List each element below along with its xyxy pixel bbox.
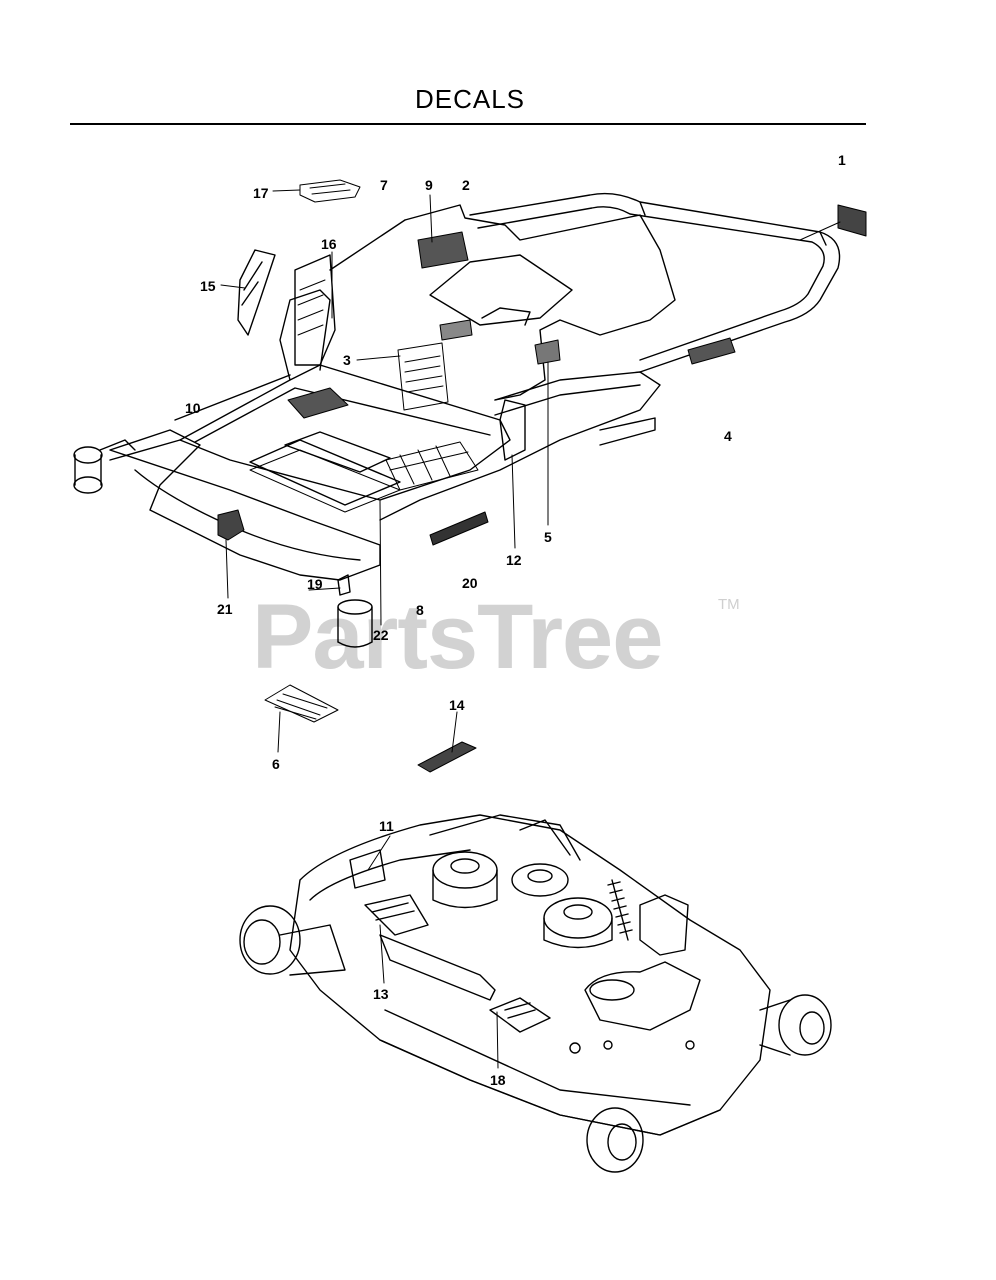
callout-14: 14 [449,697,465,713]
callout-8: 8 [416,602,424,618]
callout-6: 6 [272,756,280,772]
decal-shapes [217,179,867,773]
callout-18: 18 [490,1072,506,1088]
callout-21: 21 [217,601,233,617]
callout-13: 13 [373,986,389,1002]
leader-lines [220,189,841,1069]
callout-5: 5 [544,529,552,545]
callout-4: 4 [724,428,732,444]
callout-2: 2 [462,177,470,193]
page-title: DECALS [414,84,526,114]
callout-20: 20 [462,575,478,591]
callout-16: 16 [321,236,337,252]
watermark-trademark: TM [718,596,740,613]
callout-7: 7 [380,177,388,193]
callout-10: 10 [185,400,201,416]
mower-deck [239,814,832,1173]
callout-9: 9 [425,177,433,193]
callout-22: 22 [373,627,389,643]
title-divider [70,123,866,125]
callout-19: 19 [307,576,323,592]
callout-17: 17 [253,185,269,201]
watermark-text: PartsTree [252,586,663,688]
callout-15: 15 [200,278,216,294]
callout-11: 11 [379,818,394,834]
callout-3: 3 [343,352,351,368]
callout-1: 1 [838,152,846,168]
callout-12: 12 [506,552,522,568]
